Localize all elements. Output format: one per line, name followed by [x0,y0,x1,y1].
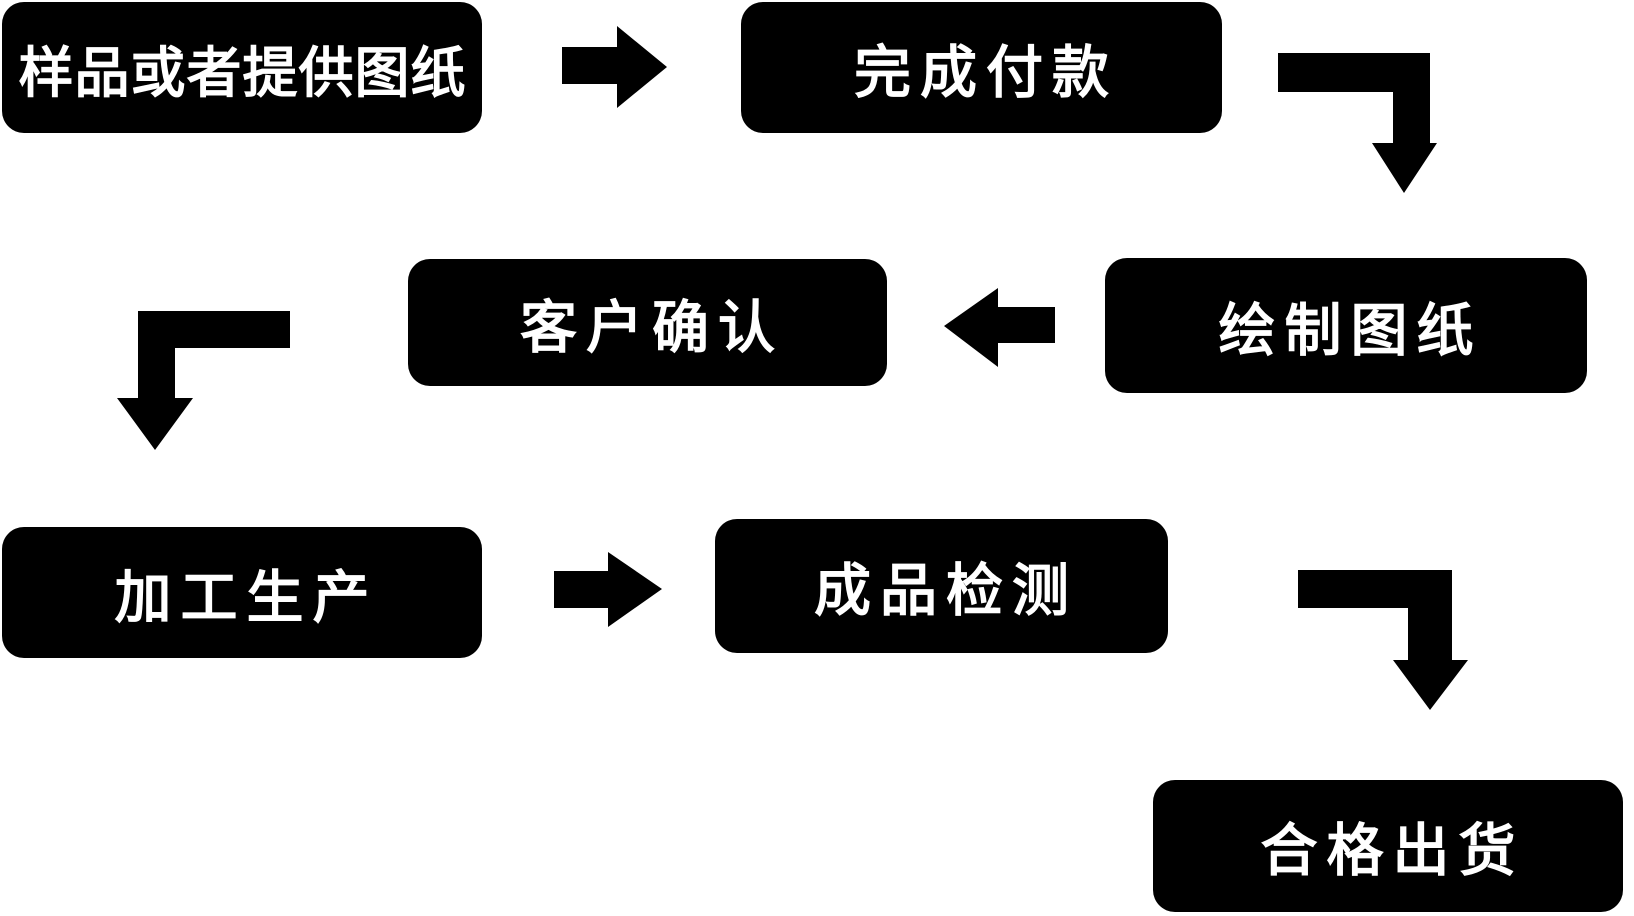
arrow-payment-to-drawing [1278,53,1437,193]
node-sample-or-provide-drawing: 样品或者提供图纸 [2,2,482,133]
arrow-sample-to-payment [562,26,667,108]
node-processing-production: 加工生产 [2,527,482,658]
node-label: 加工生产 [114,564,379,631]
node-label: 合格出货 [1260,818,1525,884]
node-qualified-shipment: 合格出货 [1153,780,1623,912]
node-finished-product-inspection: 成品检测 [715,519,1168,653]
node-label: 完成付款 [854,39,1118,106]
arrow-confirm-to-production [117,311,290,450]
node-draw-drawing: 绘制图纸 [1105,258,1587,393]
node-label: 绘制图纸 [1218,297,1483,364]
node-label: 成品检测 [814,558,1078,624]
node-complete-payment: 完成付款 [741,2,1222,133]
node-customer-confirm: 客户确认 [408,259,887,386]
node-label: 客户确认 [520,294,784,361]
arrow-drawing-to-confirm [944,288,1055,367]
arrow-production-to-inspection [554,552,662,627]
arrow-inspection-to-shipment [1298,570,1468,710]
node-label: 样品或者提供图纸 [18,40,467,105]
